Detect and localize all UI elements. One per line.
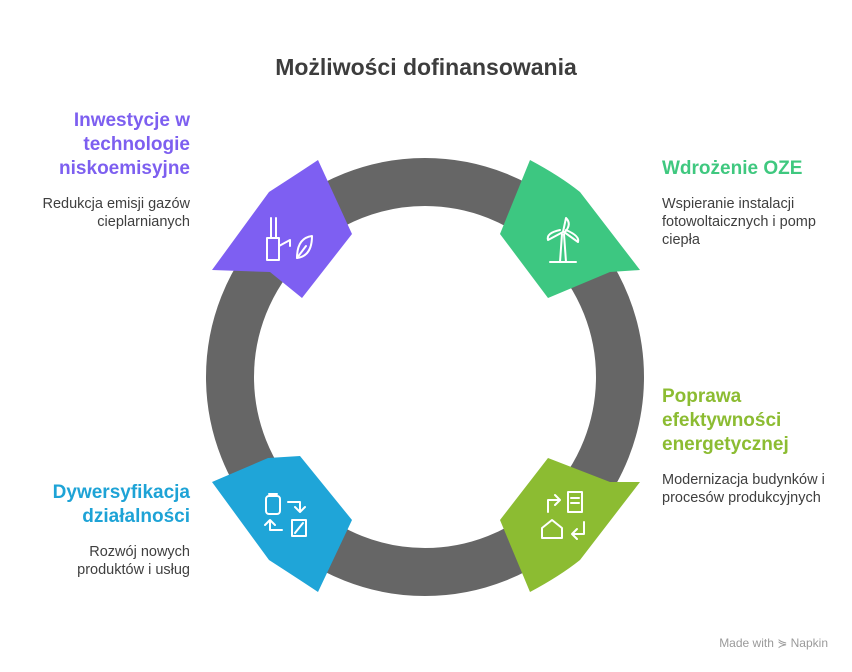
segment-bottom-left [212, 456, 352, 592]
item-title: Dywersyfikacja działalności [52, 482, 190, 527]
wind-turbine-icon [546, 217, 580, 263]
item-description: Redukcja emisji gazów cieplarnianych [42, 196, 190, 230]
brand-label: Napkin [790, 636, 828, 650]
factory-leaf-icon [266, 217, 313, 261]
item-description: Wspieranie instalacji fotowoltaicznych i… [662, 196, 816, 248]
item-bottom-left: Dywersyfikacja działalności Rozwój nowyc… [40, 481, 190, 579]
item-title: Inwestycje w technologie niskoemisyjne [59, 110, 190, 179]
product-exchange-icon [264, 493, 307, 537]
segment-top-left [212, 160, 352, 298]
item-bottom-right: Poprawa efektywności energetycznej Moder… [662, 385, 832, 507]
made-with-label: Made with [719, 636, 774, 650]
segment-top-right [500, 160, 640, 298]
cycle-ring [206, 158, 644, 596]
page-title: Możliwości dofinansowania [275, 54, 577, 80]
item-description: Rozwój nowych produktów i usług [77, 544, 190, 578]
footer-attribution[interactable]: Made with ⋟ Napkin [719, 636, 828, 650]
napkin-logo-icon: ⋟ [777, 636, 788, 650]
item-top-right: Wdrożenie OZE Wspieranie instalacji foto… [662, 157, 832, 249]
item-top-left: Inwestycje w technologie niskoemisyjne R… [40, 109, 190, 231]
item-title: Poprawa efektywności energetycznej [662, 386, 789, 455]
item-description: Modernizacja budynków i procesów produkc… [662, 472, 825, 506]
item-title: Wdrożenie OZE [662, 158, 803, 179]
building-house-exchange-icon [541, 491, 585, 540]
segment-bottom-right [500, 458, 640, 592]
